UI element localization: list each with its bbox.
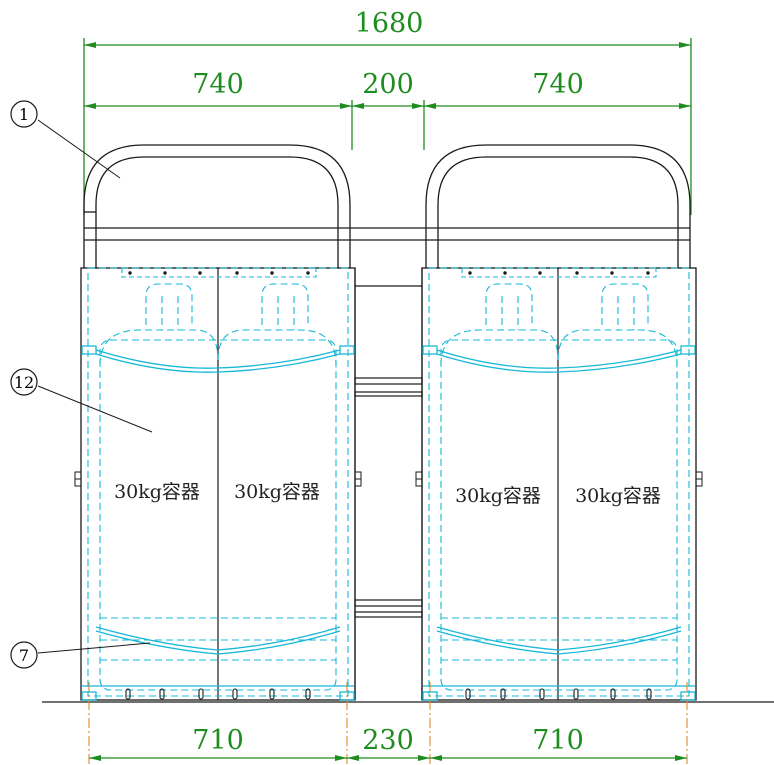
dimension-lines-bottom	[89, 755, 687, 761]
cylinder-label-3: 30kg容器	[455, 485, 541, 507]
balloon-cabinet: 12	[10, 368, 153, 433]
dimension-bottom-left: 710	[192, 725, 244, 756]
left-cabinet	[74, 267, 362, 701]
middle-connector	[354, 268, 423, 700]
balloon-base-number: 7	[19, 646, 29, 665]
cylinder-label-2: 30kg容器	[234, 481, 320, 503]
balloon-frame-number: 1	[19, 105, 29, 124]
dimension-right-width: 740	[532, 69, 584, 100]
dimension-bottom-right: 710	[532, 725, 584, 756]
dimension-gap: 200	[362, 69, 414, 100]
top-frame	[83, 144, 691, 268]
dimension-overall: 1680	[355, 8, 424, 39]
dimension-left-width: 740	[192, 69, 244, 100]
cylinder-label-1: 30kg容器	[114, 481, 200, 503]
cylinder-label-4: 30kg容器	[575, 485, 661, 507]
right-cabinet	[415, 267, 703, 701]
dimension-lines-top	[83, 38, 692, 215]
balloon-frame: 1	[10, 100, 121, 179]
centerlines	[88, 682, 688, 765]
balloon-base: 7	[10, 641, 151, 669]
dimension-bottom-gap: 230	[362, 725, 414, 756]
balloon-cabinet-number: 12	[14, 373, 34, 392]
